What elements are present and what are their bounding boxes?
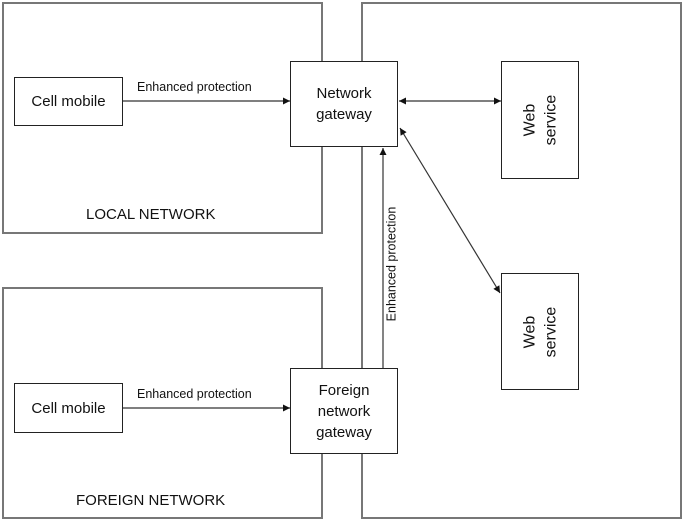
cell-mobile-foreign-label: Cell mobile	[31, 399, 106, 417]
web-link-2-arrow	[399, 127, 501, 294]
network-gateway-node: Network gateway	[290, 61, 398, 147]
foreign-gateway-label: Foreign network gateway	[316, 381, 372, 441]
local-link-label: Enhanced protection	[137, 80, 252, 94]
foreign-gateway-node: Foreign network gateway	[290, 368, 398, 454]
web-service-2-label: Web service	[521, 306, 559, 357]
network-gateway-label: Network gateway	[316, 85, 372, 123]
gateway-uplink-label: Enhanced protection	[384, 206, 399, 322]
cell-mobile-local-node: Cell mobile	[14, 77, 123, 126]
web-service-1-label: Web service	[521, 94, 559, 146]
web-service-node-1: Web service	[501, 61, 579, 179]
cell-mobile-local-label: Cell mobile	[31, 93, 106, 110]
foreign-network-label: FOREIGN NETWORK	[76, 492, 226, 509]
cell-mobile-foreign-node: Cell mobile	[14, 383, 123, 433]
web-service-node-2: Web service	[501, 273, 579, 390]
local-network-label: LOCAL NETWORK	[86, 206, 216, 223]
foreign-link-label: Enhanced protection	[137, 387, 252, 401]
